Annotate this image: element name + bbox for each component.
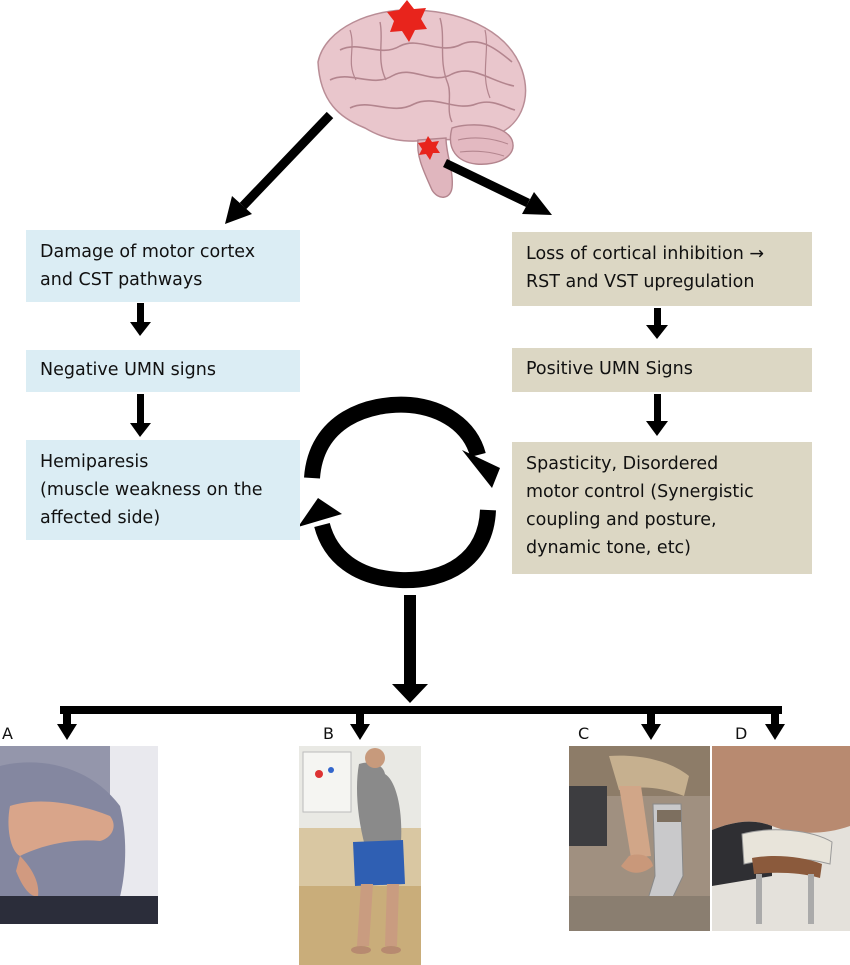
brainstem-lesion-star [418,136,440,160]
photo-a-flexed-arm [0,746,158,924]
panel-label-d: D [735,724,748,743]
spasticity-line-1: Spasticity, Disordered [526,454,719,474]
negative-umn-signs-box: Negative UMN signs [26,350,300,392]
hemiparesis-line-2: (muscle weakness on the [40,480,263,500]
positive-umn-signs-box: Positive UMN Signs [512,348,812,392]
hemiparesis-line-3: affected side) [40,508,161,528]
spasticity-box: Spasticity, Disordered motor control (Sy… [512,442,812,574]
motor-cortex-damage-box: Damage of motor cortex and CST pathways [26,230,300,302]
spasticity-line-3: coupling and posture, [526,510,717,530]
photo-c-ankle-foot-orthosis [569,746,710,931]
branch-arrow-c [641,710,661,740]
arrow-right-1-to-2 [646,308,668,339]
motor-cortex-damage-line-1: Damage of motor cortex [40,242,256,262]
arrow-left-2-to-3 [130,394,151,437]
cortical-inhibition-line-1: Loss of cortical inhibition → [526,244,765,264]
brain-icon [317,9,527,198]
motor-cortex-damage-line-2: and CST pathways [40,270,203,290]
arrow-brain-to-left [225,111,334,224]
hemiparesis-box: Hemiparesis (muscle weakness on the affe… [26,440,300,540]
panel-label-b: B [323,724,334,743]
distribution-bar [60,706,782,714]
spasticity-line-2: motor control (Synergistic [526,482,754,502]
branch-arrow-b [350,710,370,740]
branch-arrow-d [765,710,785,740]
negative-umn-signs-label: Negative UMN signs [40,360,216,380]
arrow-cycle-to-outcomes [392,595,428,703]
photo-d-orthosis-closeup [712,746,850,931]
cortical-inhibition-line-2: RST and VST upregulation [526,272,755,292]
branch-arrow-a [57,710,77,740]
cortex-lesion-star [387,0,427,42]
arrow-brain-to-right [443,158,552,215]
spasticity-line-4: dynamic tone, etc) [526,538,692,558]
positive-umn-signs-label: Positive UMN Signs [526,359,693,379]
arrow-left-1-to-2 [130,303,151,336]
arrow-right-2-to-3 [646,394,668,436]
hemiparesis-line-1: Hemiparesis [40,452,149,472]
panel-label-a: A [2,724,13,743]
panel-label-c: C [578,724,590,743]
cycle-arrows [298,396,500,589]
cortical-inhibition-loss-box: Loss of cortical inhibition → RST and VS… [512,232,812,306]
photo-b-hemiparetic-gait [299,746,421,965]
